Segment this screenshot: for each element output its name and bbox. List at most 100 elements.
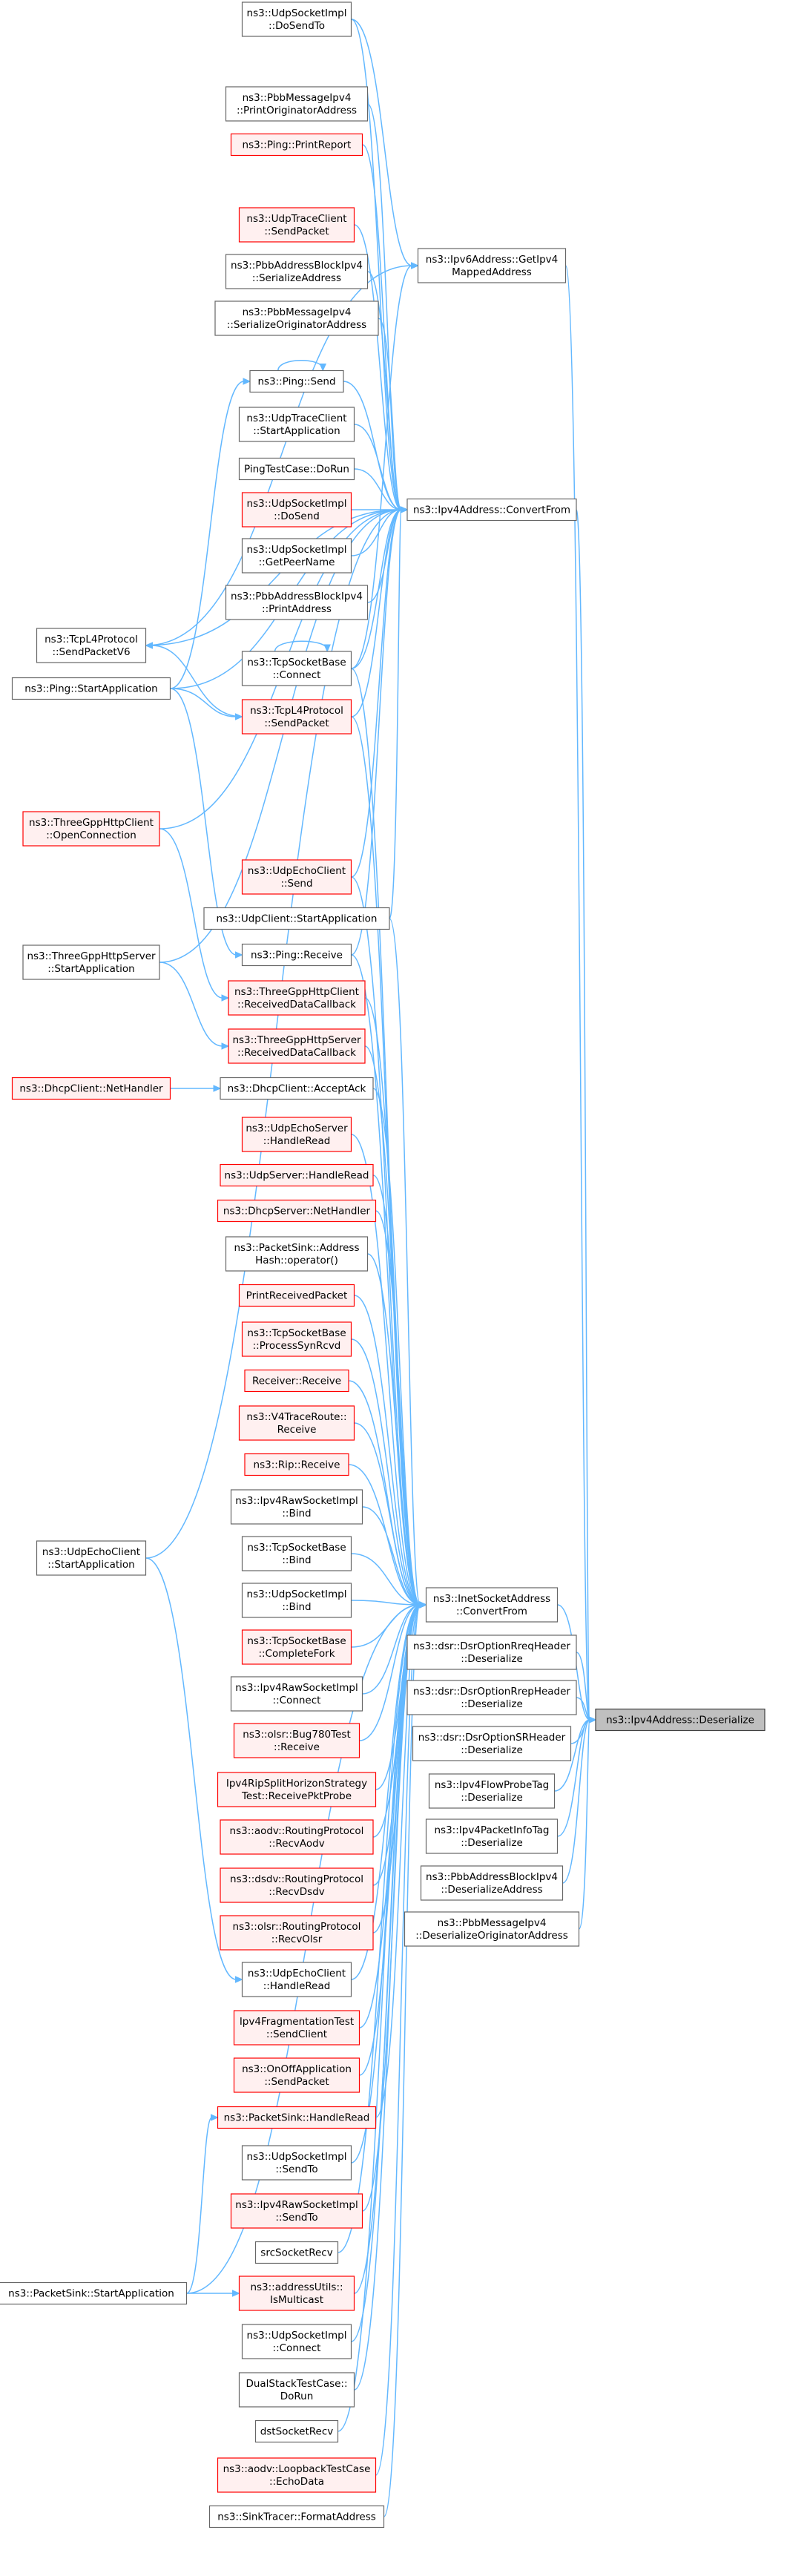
node-ns3-ping-startapplication[interactable]: ns3::Ping::StartApplication [11,677,171,700]
node-label: ::Deserialize [461,1653,523,1665]
node-ns3-pbbmessageipv4-printoriginatoraddress[interactable]: ns3::PbbMessageIpv4::PrintOriginatorAddr… [225,86,369,122]
node-ns3-tcpl4protocol-sendpacketv6[interactable]: ns3::TcpL4Protocol::SendPacketV6 [36,628,147,663]
node-box [0,2281,188,2305]
node-ns3-tcpsocketbase-connect[interactable]: ns3::TcpSocketBase::Connect [241,651,352,686]
node-label: ns3::UdpTraceClient [246,413,346,424]
arrowhead-tcpbconn-to-tcpbconn [323,644,331,653]
node-ns3-dhcpclient-acceptack[interactable]: ns3::DhcpClient::AcceptAck [220,1077,374,1100]
node-ipv4fragmentationtest-sendclient[interactable]: Ipv4FragmentationTest::SendClient [233,2010,360,2046]
node-ns3-dsr-dsroptionrrepheader-deserialize[interactable]: ns3::dsr::DsrOptionRrepHeader::Deseriali… [406,1680,577,1715]
node-ns3-v4traceroute-receive[interactable]: ns3::V4TraceRoute::Receive [238,1405,355,1441]
node-box [217,1772,377,1807]
node-label: ns3::InetSocketAddress [433,1593,550,1605]
node-ns3-dhcpclient-nethandler[interactable]: ns3::DhcpClient::NetHandler [11,1077,171,1100]
node-ns3-ipv4rawsocketimpl-connect[interactable]: ns3::Ipv4RawSocketImpl::Connect [230,1676,363,1712]
node-ns3-udpsocketimpl-bind[interactable]: ns3::UdpSocketImpl::Bind [241,1583,352,1618]
node-box [420,1865,564,1901]
node-label: ns3::SinkTracer::FormatAddress [217,2511,376,2523]
node-ns3-dsr-dsroptionsrheader-deserialize[interactable]: ns3::dsr::DsrOptionSRHeader::Deserialize [412,1726,572,1761]
node-ns3-packetsink-startapplication[interactable]: ns3::PacketSink::StartApplication [0,2281,188,2305]
node-ns3-addressutils-ismulticast[interactable]: ns3::addressUtils::IsMulticast [238,2276,355,2311]
node-ns3-rip-receive[interactable]: ns3::Rip::Receive [244,1453,349,1476]
node-box [233,1723,360,1758]
arrowhead-threegppconn-to-threegppclrecv [221,994,230,1002]
node-box [244,1453,349,1476]
node-dualstacktestcase-dorun[interactable]: DualStackTestCase::DoRun [238,2372,355,2408]
node-ns3-tcpl4protocol-sendpacket[interactable]: ns3::TcpL4Protocol::SendPacket [241,699,352,735]
node-ns3-onoffapplication-sendpacket[interactable]: ns3::OnOffApplication::SendPacket [233,2057,360,2093]
node-ns3-ipv4address-convertfrom[interactable]: ns3::Ipv4Address::ConvertFrom [406,498,577,522]
node-ns3-udpclient-startapplication[interactable]: ns3::UdpClient::StartApplication [203,907,390,930]
node-box [241,1117,352,1152]
node-ns3-sinktracer-formataddress[interactable]: ns3::SinkTracer::FormatAddress [208,2505,385,2529]
node-ns3-ipv4flowprobetag-deserialize[interactable]: ns3::Ipv4FlowProbeTag::Deserialize [428,1773,556,1809]
node-box [406,498,577,522]
node-ns3-udpsocketimpl-sendto[interactable]: ns3::UdpSocketImpl::SendTo [241,2145,352,2181]
node-receiver-receive[interactable]: Receiver::Receive [244,1369,349,1393]
node-ns3-threegpphttpserver-receiveddatacallback[interactable]: ns3::ThreeGppHttpServer::ReceivedDataCal… [228,1028,366,1064]
node-ns3-dsr-dsroptionrreqheader-deserialize[interactable]: ns3::dsr::DsrOptionRreqHeader::Deseriali… [406,1634,577,1670]
node-ns3-olsr-routingprotocol-recvolsr[interactable]: ns3::olsr::RoutingProtocol::RecvOlsr [220,1915,374,1951]
node-ns3-udpsocketimpl-connect[interactable]: ns3::UdpSocketImpl::Connect [241,2324,352,2359]
node-ns3-dhcpserver-nethandler[interactable]: ns3::DhcpServer::NetHandler [217,1199,377,1223]
node-ns3-ipv4rawsocketimpl-sendto[interactable]: ns3::Ipv4RawSocketImpl::SendTo [230,2193,363,2229]
node-ns3-udpechoclient-handleread[interactable]: ns3::UdpEchoClient::HandleRead [241,1962,352,1997]
node-ns3-ipv4rawsocketimpl-bind[interactable]: ns3::Ipv4RawSocketImpl::Bind [230,1489,363,1525]
node-ns3-aodv-routingprotocol-recvaodv[interactable]: ns3::aodv::RoutingProtocol::RecvAodv [220,1819,374,1855]
node-ns3-threegpphttpserver-startapplication[interactable]: ns3::ThreeGppHttpServer::StartApplicatio… [22,944,160,980]
node-box [241,943,352,967]
node-ns3-udpserver-handleread[interactable]: ns3::UdpServer::HandleRead [220,1163,374,1187]
node-ns3-ping-send[interactable]: ns3::Ping::Send [249,369,344,393]
node-label: ns3::UdpSocketImpl [247,2330,347,2342]
node-box [208,2505,385,2529]
node-ns3-ping-printreport[interactable]: ns3::Ping::PrintReport [230,133,363,157]
node-printreceivedpacket[interactable]: PrintReceivedPacket [238,1284,355,1307]
node-ns3-udptraceclient-sendpacket[interactable]: ns3::UdpTraceClient::SendPacket [238,207,355,243]
node-ns3-ping-receive[interactable]: ns3::Ping::Receive [241,943,352,967]
node-ipv4ripsplithorizonstrategy-test-receivepktprobe[interactable]: Ipv4RipSplitHorizonStrategyTest::Receive… [217,1772,377,1807]
node-ns3-udptraceclient-startapplication[interactable]: ns3::UdpTraceClient::StartApplication [238,407,355,442]
edge-udpechosrvread-to-inetconv [351,1134,421,1606]
node-ns3-udpechoclient-send[interactable]: ns3::UdpEchoClient::Send [241,859,352,895]
node-label: ::RecvAodv [269,1838,324,1850]
node-ns3-tcpsocketbase-completefork[interactable]: ns3::TcpSocketBase::CompleteFork [241,1629,352,1665]
node-ns3-inetsocketaddress-convertfrom[interactable]: ns3::InetSocketAddress::ConvertFrom [425,1587,559,1623]
node-ns3-aodv-loopbacktestcase-echodata[interactable]: ns3::aodv::LoopbackTestCase::EchoData [217,2457,377,2493]
node-box [241,538,352,574]
node-ns3-ipv4packetinfotag-deserialize[interactable]: ns3::Ipv4PacketInfoTag::Deserialize [425,1818,559,1854]
node-label: ::SendTo [275,2212,317,2224]
node-ns3-udpechoserver-handleread[interactable]: ns3::UdpEchoServer::HandleRead [241,1117,352,1152]
node-ns3-pbbaddressblockipv4-serializeaddress[interactable]: ns3::PbbAddressBlockIpv4::SerializeAddre… [225,254,369,289]
node-label: ::HandleRead [263,1980,331,1992]
node-label: ns3::ThreeGppHttpServer [27,950,156,962]
node-ns3-udpechoclient-startapplication[interactable]: ns3::UdpEchoClient::StartApplication [36,1540,147,1576]
edge-pingstart-to-pingsend [170,381,245,689]
node-ns3-udpsocketimpl-dosendto[interactable]: ns3::UdpSocketImpl::DoSendTo [241,1,352,37]
node-ns3-olsr-bug780test-receive[interactable]: ns3::olsr::Bug780Test::Receive [233,1723,360,1758]
node-label: IsMulticast [270,2294,323,2306]
node-label: ns3::PbbAddressBlockIpv4 [231,260,363,272]
node-ns3-pbbaddressblockipv4-deserializeaddress[interactable]: ns3::PbbAddressBlockIpv4::DeserializeAdd… [420,1865,564,1901]
node-ns3-tcpsocketbase-bind[interactable]: ns3::TcpSocketBase::Bind [241,1536,352,1571]
node-ns3-pbbmessageipv4-deserializeoriginatoraddress[interactable]: ns3::PbbMessageIpv4::DeserializeOriginat… [404,1911,580,1947]
node-ns3-tcpsocketbase-processsynrcvd[interactable]: ns3::TcpSocketBase::ProcessSynRcvd [241,1321,352,1357]
node-ns3-pbbaddressblockipv4-printaddress[interactable]: ns3::PbbAddressBlockIpv4::PrintAddress [225,585,369,620]
node-ns3-threegpphttpclient-receiveddatacallback[interactable]: ns3::ThreeGppHttpClient::ReceivedDataCal… [228,980,366,1016]
node-ns3-pbbmessageipv4-serializeoriginatoraddress[interactable]: ns3::PbbMessageIpv4::SerializeOriginator… [214,300,379,336]
node-label: ns3::Ipv4RawSocketImpl [235,1495,358,1507]
node-ns3-threegpphttpclient-openconnection[interactable]: ns3::ThreeGppHttpClient::OpenConnection [22,811,160,847]
node-ns3-packetsink-handleread[interactable]: ns3::PacketSink::HandleRead [217,2106,377,2129]
node-label: ns3::olsr::Bug780Test [243,1729,350,1741]
node-ns3-udpsocketimpl-getpeername[interactable]: ns3::UdpSocketImpl::GetPeerName [241,538,352,574]
node-pingtestcase-dorun[interactable]: PingTestCase::DoRun [238,457,355,481]
node-box [241,1536,352,1571]
node-ns3-dsdv-routingprotocol-recvdsdv[interactable]: ns3::dsdv::RoutingProtocol::RecvDsdv [220,1867,374,1903]
node-srcsocketrecv[interactable]: srcSocketRecv [254,2241,339,2264]
node-label: ::SerializeOriginatorAddress [227,319,366,331]
node-box [241,492,352,528]
node-label: ns3::ThreeGppHttpClient [29,817,154,829]
node-ns3-udpsocketimpl-dosend[interactable]: ns3::UdpSocketImpl::DoSend [241,492,352,528]
node-dstsocketrecv[interactable]: dstSocketRecv [254,2419,339,2443]
